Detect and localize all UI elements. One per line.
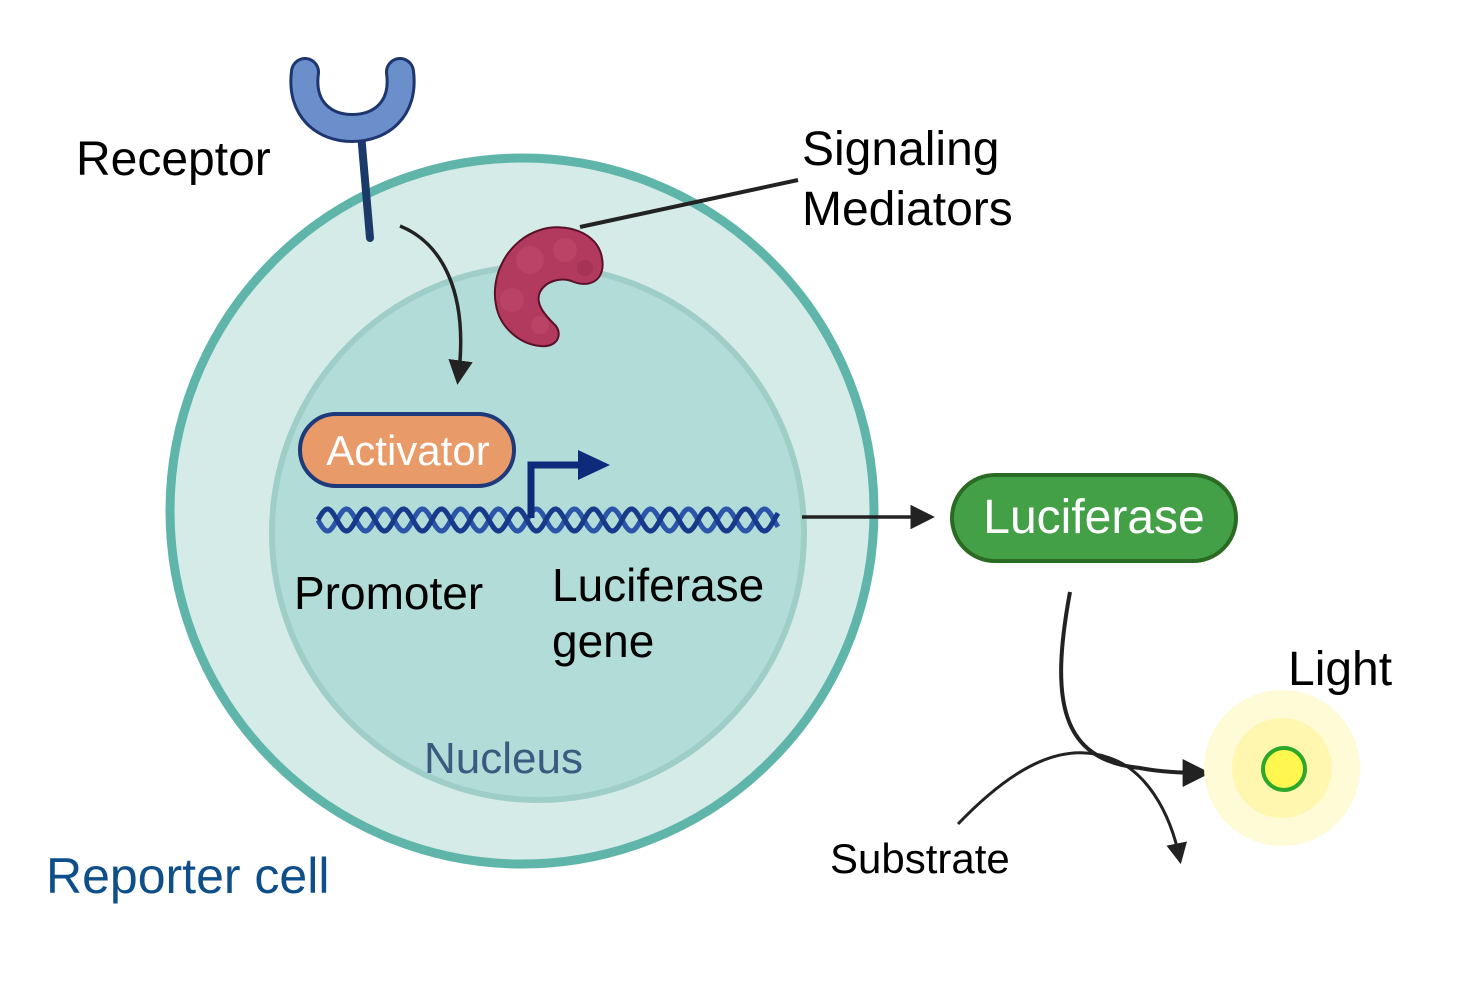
signaling-mediators-label-line2: Mediators — [802, 183, 1013, 236]
receptor-label: Receptor — [76, 133, 271, 186]
signaling-mediator-icon — [493, 226, 604, 348]
luciferase-gene-label-line1: Luciferase — [552, 559, 764, 611]
receptor-to-activator-arrow — [399, 224, 473, 385]
light-icon — [1204, 690, 1360, 846]
luciferase-to-light-arrow — [1059, 591, 1211, 787]
light-label: Light — [1288, 643, 1392, 696]
luciferase-gene-label-line2: gene — [552, 615, 654, 667]
signaling-mediators-label-line1: Signaling — [802, 123, 999, 176]
signaling-leader-line — [579, 178, 799, 229]
dna-strand-b — [315, 506, 781, 534]
nucleus-label: Nucleus — [424, 734, 583, 783]
activator-pill: Activator — [298, 412, 516, 488]
substrate-label: Substrate — [830, 835, 1010, 882]
transcription-start-arrow-icon — [527, 450, 610, 518]
activator-label: Activator — [326, 427, 489, 474]
receptor-icon — [289, 57, 416, 242]
dna-helix-icon — [315, 506, 781, 534]
luciferase-protein-label: Luciferase — [983, 491, 1204, 544]
substrate-arrow — [956, 751, 1187, 865]
luciferase-protein-pill: Luciferase — [950, 473, 1238, 563]
reporter-cell-label: Reporter cell — [46, 848, 329, 904]
promoter-label: Promoter — [294, 567, 483, 619]
